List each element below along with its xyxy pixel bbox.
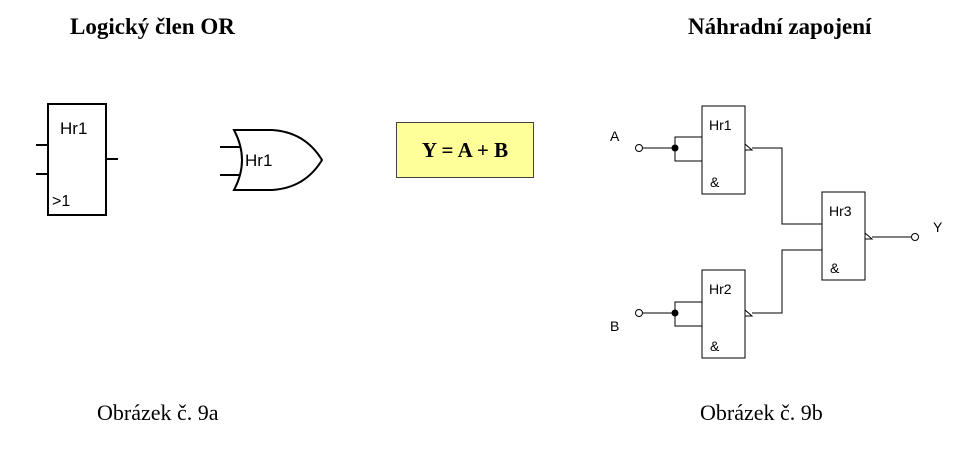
output-y-terminal (911, 233, 919, 241)
junction-a (671, 144, 679, 152)
gate-hr3-symbol: & (830, 260, 840, 276)
gate-hr3-name: Hr3 (829, 203, 852, 219)
gate-hr3 (821, 191, 866, 281)
gate-hr1-symbol: & (710, 174, 720, 190)
gate-hr1-name: Hr1 (709, 117, 732, 133)
or-block-symbol (36, 103, 118, 216)
input-a-label: A (610, 128, 620, 144)
caption-figure-9b: Obrázek č. 9b (700, 400, 823, 425)
or-block-symbol-label: >1 (52, 193, 70, 210)
formula-box: Y = A + B (396, 122, 534, 178)
or-block-name: Hr1 (60, 119, 87, 138)
or-gate-symbol (220, 129, 324, 191)
gate-hr2-symbol: & (710, 338, 720, 354)
input-a-terminal (635, 144, 643, 152)
nand-circuit (635, 105, 919, 359)
or-gate-name: Hr1 (245, 151, 272, 170)
input-b-terminal (635, 309, 643, 317)
input-b-label: B (610, 318, 619, 334)
formula-text: Y = A + B (421, 137, 509, 162)
junction-b (671, 309, 679, 317)
caption-figure-9a: Obrázek č. 9a (97, 400, 219, 425)
gate-hr2 (701, 269, 746, 359)
title-equivalent-circuit: Náhradní zapojení (688, 14, 872, 39)
gate-hr2-name: Hr2 (709, 281, 732, 297)
title-or-gate: Logický člen OR (70, 14, 235, 39)
output-y-label: Y (933, 219, 943, 235)
